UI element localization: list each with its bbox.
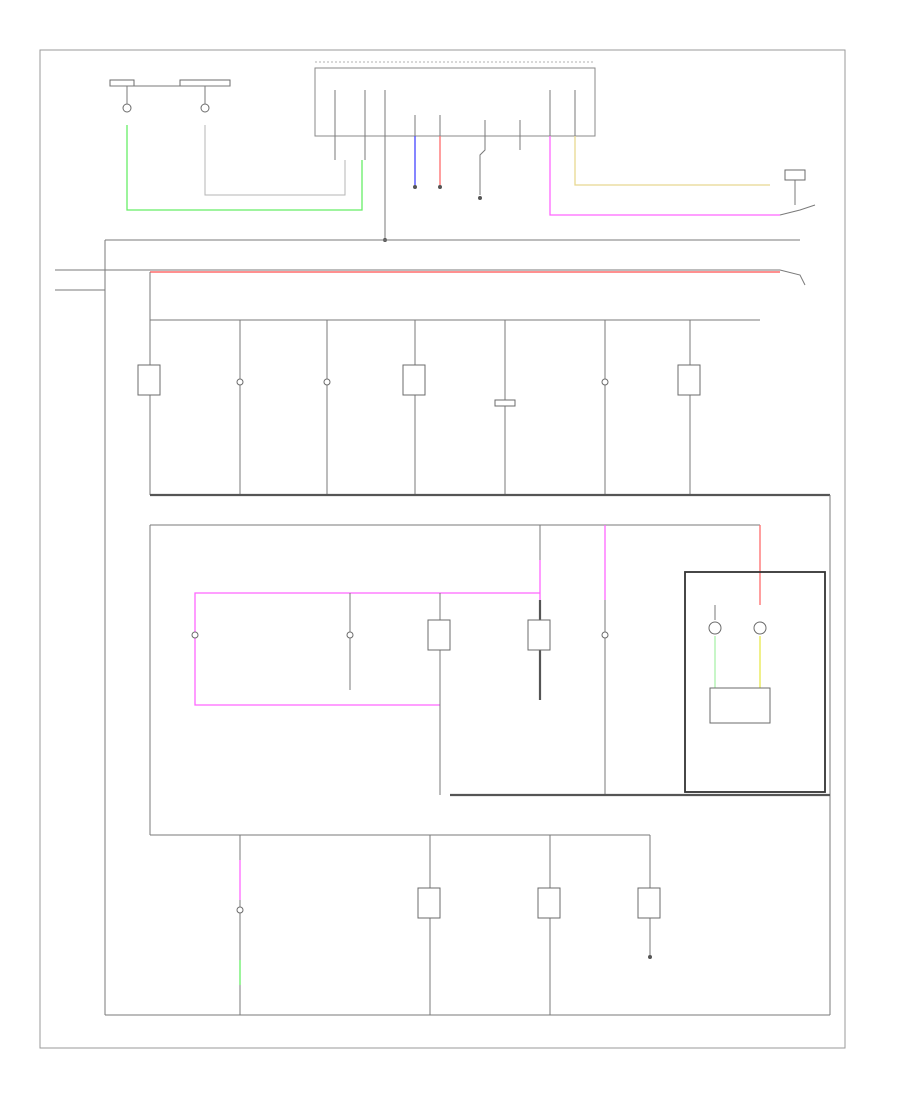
switch-r3-1 bbox=[236, 906, 244, 914]
junction-red-short bbox=[438, 185, 442, 189]
switch-r3-2 bbox=[417, 887, 441, 919]
wire-ground-switch bbox=[479, 136, 486, 195]
switch-r2-1 bbox=[191, 631, 199, 639]
wire-pink-loop bbox=[194, 592, 540, 706]
switch-7 bbox=[677, 364, 701, 396]
wire-right-ecu bbox=[779, 269, 806, 286]
top-fuse-block-left bbox=[109, 79, 231, 113]
switch-r2-2 bbox=[346, 631, 354, 639]
switch-r3-4 bbox=[637, 887, 661, 919]
switch-r2-3 bbox=[427, 619, 451, 651]
page-frame bbox=[39, 49, 846, 1049]
switch-1 bbox=[137, 364, 161, 396]
combination-meter-box bbox=[684, 571, 826, 793]
switch-r3-3 bbox=[537, 887, 561, 919]
wire-gray-top bbox=[204, 125, 346, 196]
wire-green bbox=[126, 125, 363, 211]
switch-6 bbox=[601, 378, 609, 386]
meter-unit bbox=[709, 687, 771, 724]
wire-yellow-top bbox=[574, 136, 770, 186]
wire-pink-top bbox=[549, 136, 780, 216]
combination-meter-connector bbox=[314, 61, 596, 137]
junction-r3-ground bbox=[648, 955, 652, 959]
junction-ground-switch bbox=[478, 196, 482, 200]
switch-r2-4 bbox=[527, 619, 551, 651]
indicator-lamp-2 bbox=[753, 621, 767, 635]
switch-2 bbox=[236, 378, 244, 386]
switch-4 bbox=[402, 364, 426, 396]
switch-3 bbox=[323, 378, 331, 386]
row1-drops bbox=[149, 320, 691, 495]
junction-blue bbox=[413, 185, 417, 189]
indicator-lamp-1 bbox=[708, 621, 722, 635]
switch-r2-5 bbox=[601, 631, 609, 639]
switch-contact-right bbox=[779, 204, 816, 216]
illumination-control-switch bbox=[784, 169, 806, 181]
switch-5 bbox=[494, 399, 516, 407]
